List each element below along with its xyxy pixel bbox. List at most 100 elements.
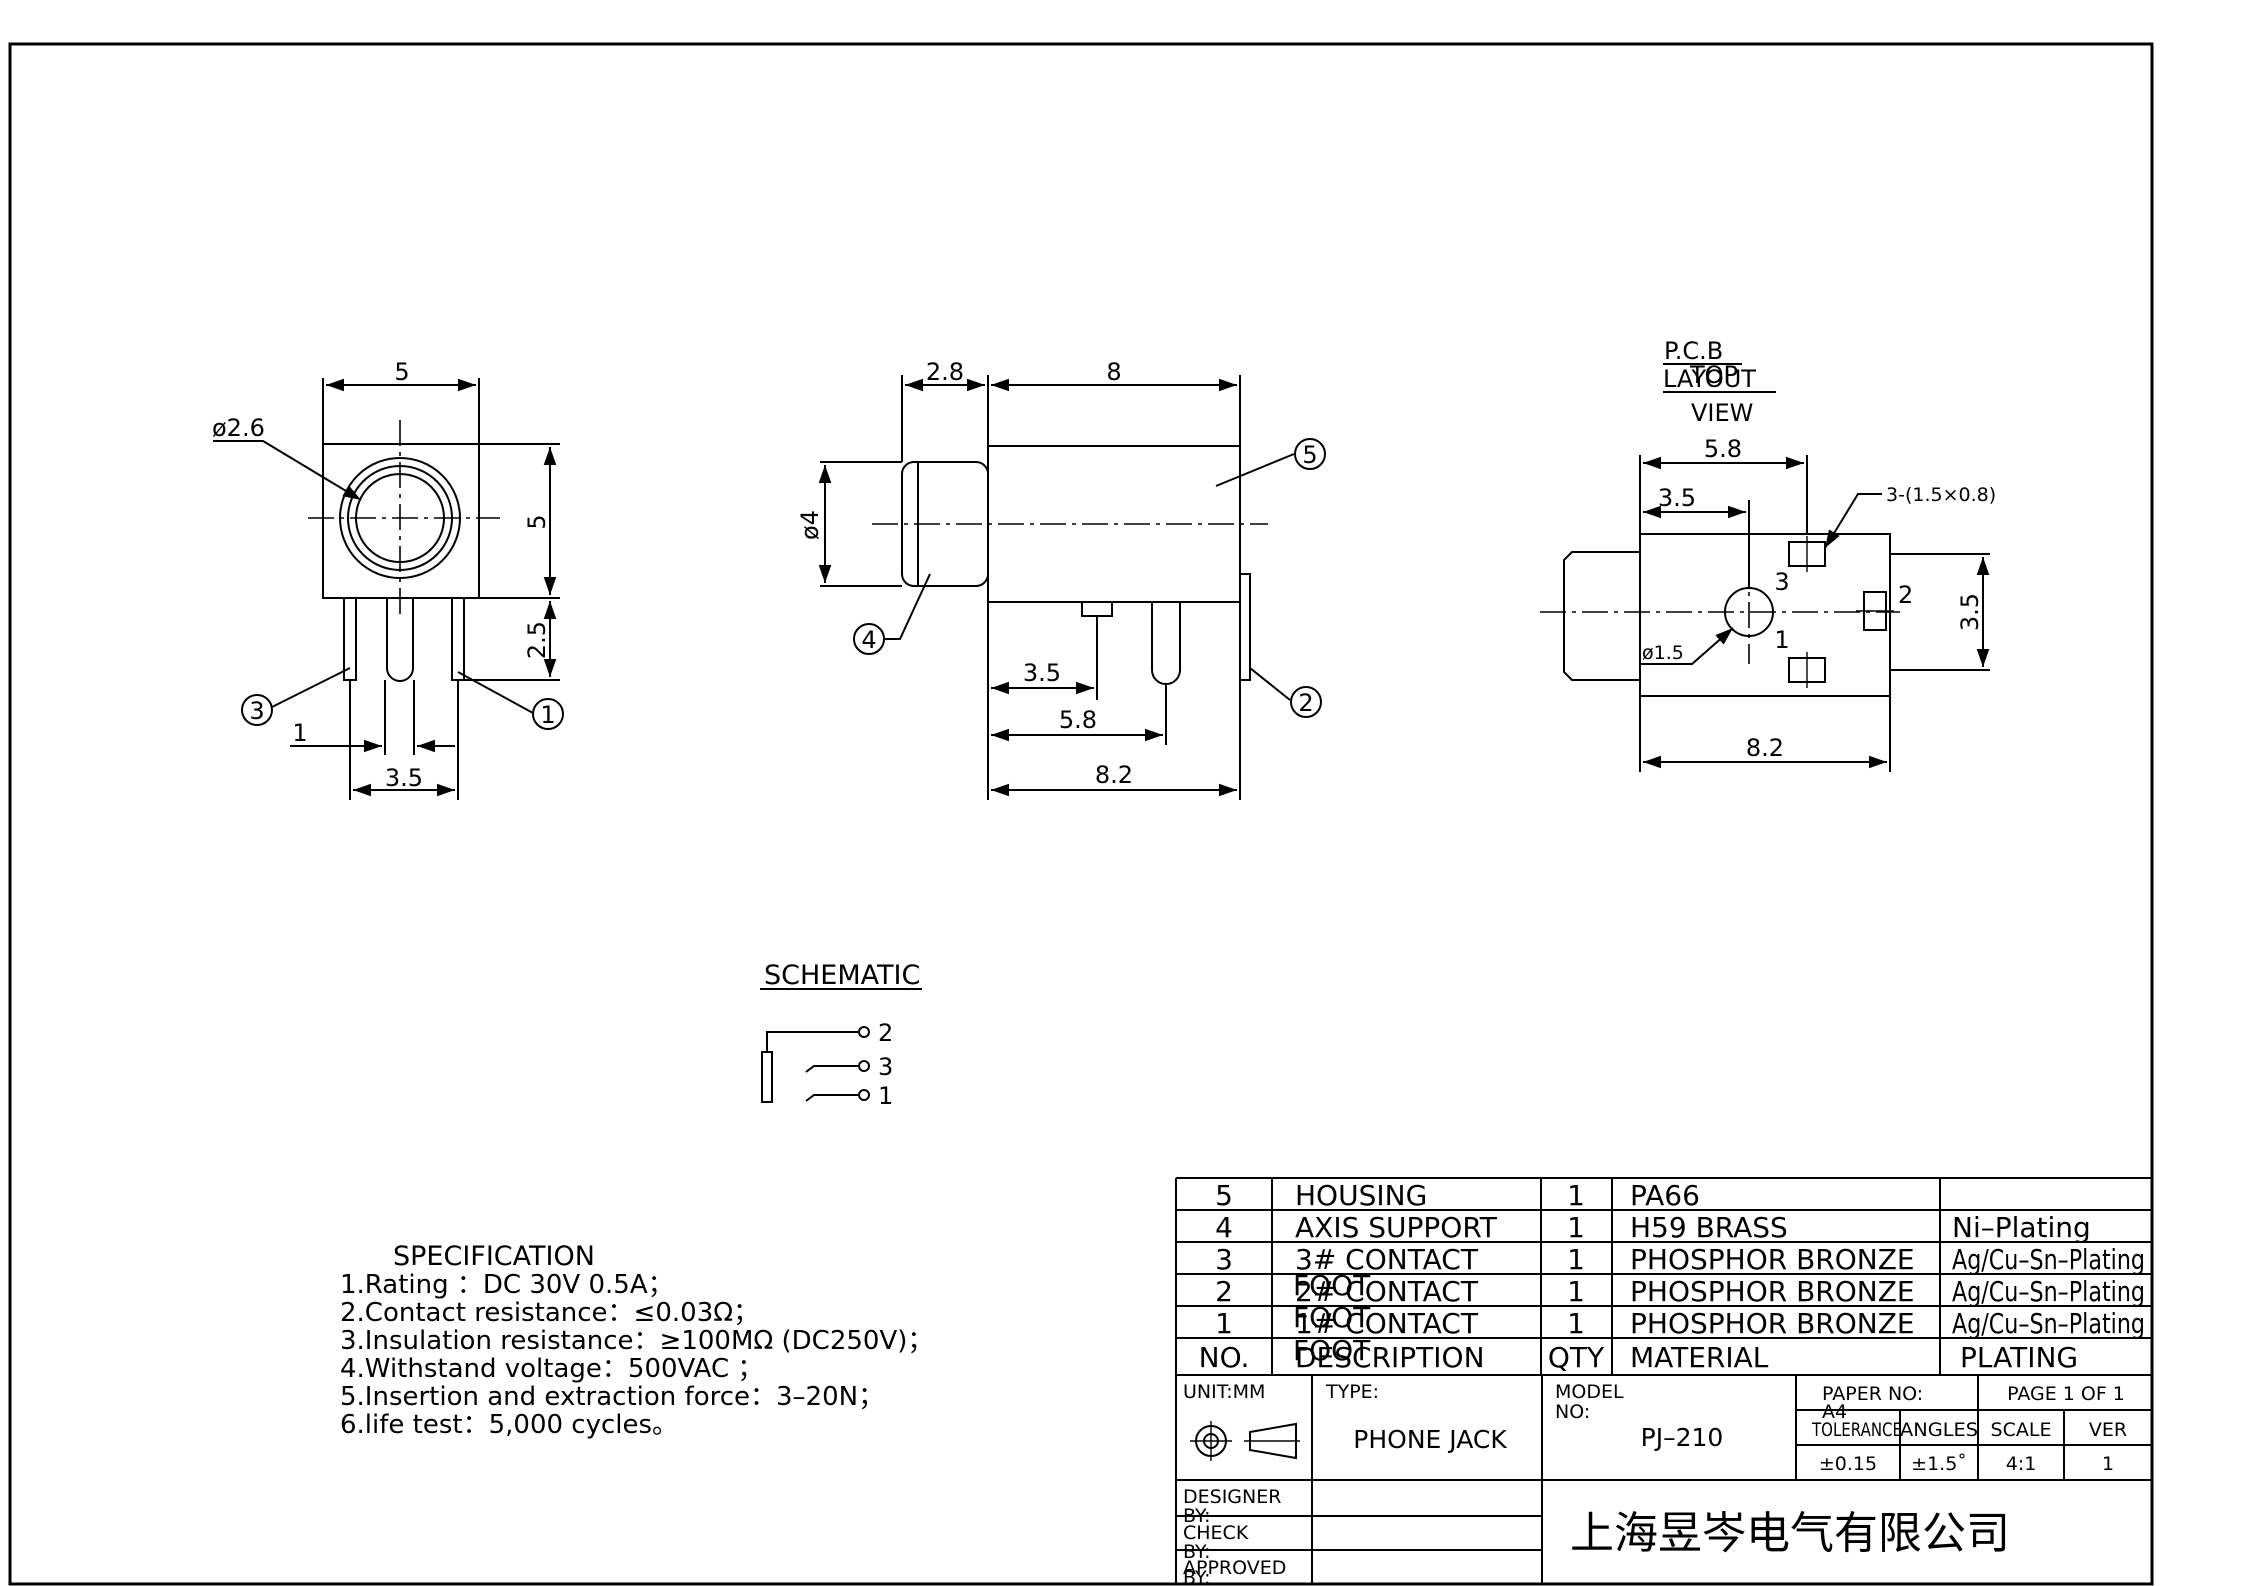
svg-text:3: 3 bbox=[249, 697, 264, 725]
schematic bbox=[760, 988, 922, 1103]
svg-text:PLATING: PLATING bbox=[1960, 1341, 2078, 1374]
svg-text:FOOT: FOOT bbox=[1293, 1269, 1371, 1302]
svg-text:A4: A4 bbox=[1822, 1401, 1847, 1423]
svg-text:BY:: BY: bbox=[1183, 1541, 1210, 1563]
svg-text:3.5: 3.5 bbox=[1658, 484, 1696, 512]
svg-text:5: 5 bbox=[1302, 441, 1317, 469]
svg-text:BY:: BY: bbox=[1183, 1567, 1210, 1586]
svg-text:1: 1 bbox=[1567, 1275, 1585, 1308]
specification: SPECIFICATION 1.Rating ：DC 30V 0.5A； 2.C… bbox=[340, 1241, 933, 1440]
drawing-frame bbox=[8, 42, 2154, 1586]
bom-row-5: 5 HOUSING 1 PA66 bbox=[1215, 1179, 1700, 1212]
svg-text:8: 8 bbox=[1106, 358, 1121, 386]
svg-text:3: 3 bbox=[1215, 1243, 1233, 1276]
bom-row-1: 1 1# CONTACT FOOT 1 PHOSPHOR BRONZE Ag/C… bbox=[1215, 1301, 2145, 1340]
svg-text:3-(1.5×0.8): 3-(1.5×0.8) bbox=[1886, 484, 1996, 506]
svg-text:PHOSPHOR BRONZE: PHOSPHOR BRONZE bbox=[1630, 1275, 1915, 1308]
svg-text:UNIT:MM: UNIT:MM bbox=[1183, 1381, 1265, 1403]
svg-text:1: 1 bbox=[1567, 1243, 1585, 1276]
svg-text:2: 2 bbox=[878, 1019, 893, 1047]
svg-text:2.8: 2.8 bbox=[926, 358, 964, 386]
pcb-layout-labels: P.C.B LAYOUT TOP VIEW 5.8 3.5 3-(1.5×0.8… bbox=[1642, 337, 1996, 762]
type-value: PHONE JACK bbox=[1353, 1425, 1507, 1454]
svg-text:5: 5 bbox=[1215, 1179, 1233, 1212]
projection-symbol-icon bbox=[1190, 1421, 1300, 1461]
svg-text:LAYOUT: LAYOUT bbox=[1663, 365, 1756, 393]
svg-text:TOP: TOP bbox=[1689, 361, 1738, 389]
side-view bbox=[818, 375, 1326, 800]
svg-text:HOUSING: HOUSING bbox=[1295, 1179, 1427, 1212]
svg-text:SCALE: SCALE bbox=[1991, 1419, 2052, 1441]
svg-text:2# CONTACT: 2# CONTACT bbox=[1295, 1275, 1479, 1308]
svg-text:VER: VER bbox=[2089, 1419, 2127, 1441]
svg-text:FOOT: FOOT bbox=[1293, 1334, 1371, 1367]
svg-text:1: 1 bbox=[540, 701, 555, 729]
svg-text:H59 BRASS: H59 BRASS bbox=[1630, 1211, 1788, 1244]
svg-text:APPROVED: APPROVED bbox=[1183, 1557, 1286, 1579]
svg-text:3.Insulation resistance：≥100MΩ: 3.Insulation resistance：≥100MΩ (DC250V)； bbox=[340, 1326, 933, 1356]
bom-row-4: 4 AXIS SUPPORT 1 H59 BRASS Ni–Plating bbox=[1215, 1211, 2091, 1244]
front-view bbox=[213, 378, 564, 800]
svg-text:4: 4 bbox=[1215, 1211, 1233, 1244]
svg-text:TYPE:: TYPE: bbox=[1325, 1381, 1379, 1403]
title-block-labels: UNIT:MM TYPE: PHONE JACK MODEL NO: PJ–21… bbox=[1183, 1381, 2127, 1586]
svg-text:5: 5 bbox=[523, 514, 551, 529]
svg-text:3# CONTACT: 3# CONTACT bbox=[1295, 1243, 1479, 1276]
svg-text:3: 3 bbox=[1774, 568, 1789, 596]
svg-text:DESIGNER: DESIGNER bbox=[1183, 1486, 1281, 1508]
svg-text:2.5: 2.5 bbox=[523, 621, 551, 659]
svg-text:MATERIAL: MATERIAL bbox=[1630, 1341, 1769, 1374]
svg-text:SCHEMATIC: SCHEMATIC bbox=[764, 960, 920, 991]
svg-text:SPECIFICATION: SPECIFICATION bbox=[393, 1241, 595, 1272]
svg-text:CHECK: CHECK bbox=[1183, 1522, 1249, 1544]
title-block-grid bbox=[1176, 1375, 2152, 1584]
svg-text:NO:: NO: bbox=[1555, 1401, 1590, 1423]
svg-text:DESCRIPTION: DESCRIPTION bbox=[1295, 1341, 1485, 1374]
svg-text:5.8: 5.8 bbox=[1059, 706, 1097, 734]
svg-text:ø1.5: ø1.5 bbox=[1642, 642, 1684, 664]
pcb-layout-view bbox=[1540, 363, 1990, 772]
svg-text:TOLERANCE: TOLERANCE bbox=[1811, 1419, 1902, 1441]
svg-text:Ag/Cu–Sn–Plating: Ag/Cu–Sn–Plating bbox=[1952, 1307, 2145, 1340]
svg-text:1: 1 bbox=[2102, 1453, 2114, 1475]
svg-text:1: 1 bbox=[292, 719, 307, 747]
bom-table-grid bbox=[1175, 1177, 2152, 1584]
svg-text:ø2.6: ø2.6 bbox=[212, 414, 265, 442]
svg-text:2: 2 bbox=[1215, 1275, 1233, 1308]
svg-text:8.2: 8.2 bbox=[1746, 734, 1784, 762]
svg-text:1: 1 bbox=[1567, 1179, 1585, 1212]
svg-text:PHOSPHOR BRONZE: PHOSPHOR BRONZE bbox=[1630, 1307, 1915, 1340]
svg-text:ANGLES: ANGLES bbox=[1900, 1419, 1978, 1441]
svg-text:2: 2 bbox=[1898, 581, 1913, 609]
svg-text:1: 1 bbox=[1215, 1307, 1233, 1340]
svg-text:1.Rating ：DC 30V 0.5A；: 1.Rating ：DC 30V 0.5A； bbox=[340, 1270, 674, 1300]
svg-text:3.5: 3.5 bbox=[1023, 659, 1061, 687]
svg-text:PAPER NO:: PAPER NO: bbox=[1822, 1383, 1923, 1405]
svg-text:MODEL: MODEL bbox=[1555, 1381, 1624, 1403]
svg-text:1: 1 bbox=[1567, 1307, 1585, 1340]
svg-text:1: 1 bbox=[1774, 626, 1789, 654]
svg-text:4.Withstand voltage：500VAC ；: 4.Withstand voltage：500VAC ； bbox=[340, 1354, 763, 1384]
svg-text:1: 1 bbox=[878, 1082, 893, 1110]
svg-text:2.Contact resistance：≤0.03Ω；: 2.Contact resistance：≤0.03Ω； bbox=[340, 1298, 759, 1328]
svg-text:BY:: BY: bbox=[1183, 1505, 1210, 1527]
bom-row-3: 3 3# CONTACT 1 PHOSPHOR BRONZE Ag/Cu–Sn–… bbox=[1215, 1243, 2145, 1276]
svg-text:5.Insertion and extraction for: 5.Insertion and extraction force：3–20N； bbox=[340, 1382, 884, 1412]
front-view-labels: 5 5 2.5 ø2.6 1 3.5 3 1 bbox=[212, 358, 556, 792]
svg-text:3: 3 bbox=[878, 1053, 893, 1081]
svg-text:P.C.B: P.C.B bbox=[1664, 337, 1723, 365]
svg-text:1# CONTACT: 1# CONTACT bbox=[1295, 1307, 1479, 1340]
svg-text:PAGE 1 OF 1: PAGE 1 OF 1 bbox=[2007, 1383, 2125, 1405]
model-value: PJ–210 bbox=[1641, 1423, 1724, 1452]
svg-text:4:1: 4:1 bbox=[2006, 1453, 2037, 1475]
svg-text:VIEW: VIEW bbox=[1691, 399, 1753, 427]
svg-text:1: 1 bbox=[1567, 1211, 1585, 1244]
svg-text:Ag/Cu–Sn–Plating: Ag/Cu–Sn–Plating bbox=[1952, 1275, 2145, 1308]
svg-text:Ag/Cu–Sn–Plating: Ag/Cu–Sn–Plating bbox=[1952, 1243, 2145, 1276]
svg-text:PHOSPHOR BRONZE: PHOSPHOR BRONZE bbox=[1630, 1243, 1915, 1276]
schematic-labels: SCHEMATIC 2 3 1 bbox=[764, 960, 920, 1110]
svg-text:3.5: 3.5 bbox=[385, 764, 423, 792]
svg-text:6.life test：5,000 cycles。: 6.life test：5,000 cycles。 bbox=[340, 1410, 678, 1440]
svg-text:5: 5 bbox=[394, 358, 409, 386]
